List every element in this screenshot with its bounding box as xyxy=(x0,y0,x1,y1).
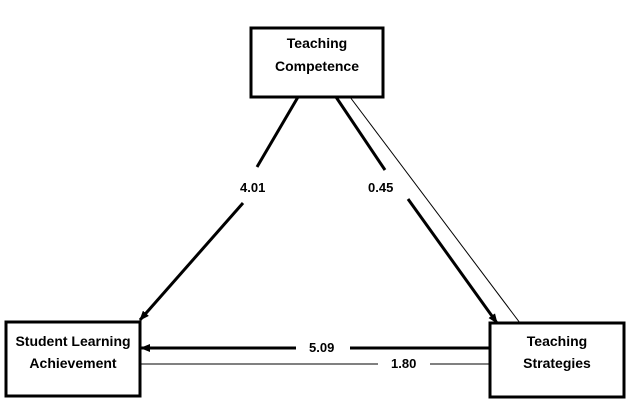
node-label-line1: Teaching xyxy=(527,333,587,349)
edge-competence-to-strategies: 0.45 xyxy=(334,96,499,324)
edge-arrow-lower xyxy=(406,198,499,324)
edge-strategies-to-achievement: 5.09 xyxy=(140,340,489,355)
node-label-line1: Student Learning xyxy=(15,333,130,349)
node-teaching-strategies: Teaching Strategies xyxy=(488,321,626,399)
edge-line-upper xyxy=(334,96,387,171)
node-label-line2: Achievement xyxy=(29,355,116,371)
edge-thin-achievement-strategies: 1.80 xyxy=(141,356,489,371)
node-box xyxy=(4,320,142,398)
node-label-line1: Teaching xyxy=(287,35,347,51)
edge-thin-competence-strategies xyxy=(349,96,521,324)
node-teaching-competence: Teaching Competence xyxy=(249,26,385,99)
edge-label-5-09: 5.09 xyxy=(309,340,334,355)
node-box xyxy=(488,321,626,399)
edge-competence-to-achievement: 4.01 xyxy=(138,96,300,321)
edge-label-1-80: 1.80 xyxy=(391,356,416,371)
node-label-line2: Strategies xyxy=(523,355,591,371)
node-student-learning-achievement: Student Learning Achievement xyxy=(4,320,142,398)
edge-arrow-lower xyxy=(138,202,245,321)
edge-line-upper xyxy=(255,96,300,168)
edge-label-0-45: 0.45 xyxy=(368,180,393,195)
node-box xyxy=(249,26,385,99)
edge-label-4-01: 4.01 xyxy=(240,180,265,195)
node-label-line2: Competence xyxy=(275,58,359,74)
